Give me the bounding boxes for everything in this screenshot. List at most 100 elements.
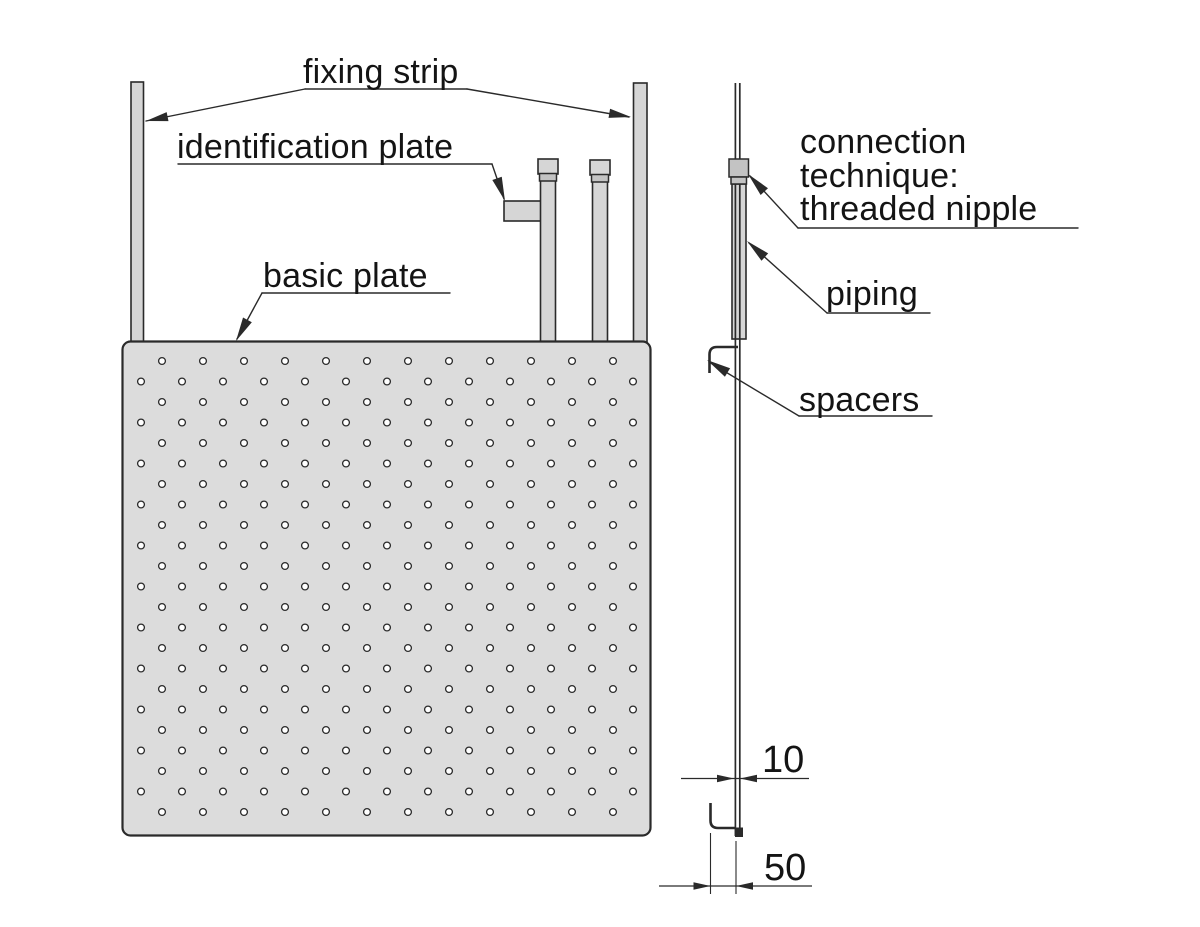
perforation-hole xyxy=(157,438,167,448)
pipe-1-body xyxy=(539,177,557,345)
perforation-hole xyxy=(280,356,290,366)
perforation-hole xyxy=(136,623,146,632)
perforation-hole xyxy=(198,356,208,366)
perforation-hole xyxy=(485,725,495,735)
side-view xyxy=(708,83,750,837)
perforation-hole xyxy=(382,787,392,796)
perforation-hole xyxy=(300,500,310,509)
perforation-hole xyxy=(587,500,597,509)
dim-50-arrow-right xyxy=(736,882,753,890)
identification-plate-part xyxy=(503,200,543,222)
perforation-hole xyxy=(300,787,310,796)
perforation-hole xyxy=(157,684,167,694)
perforation-hole xyxy=(505,787,515,796)
perforation-hole xyxy=(485,356,495,366)
perforation-hole xyxy=(403,725,413,735)
perforation-hole xyxy=(464,377,474,386)
perforation-pattern xyxy=(136,356,638,817)
label-basic-plate: basic plate xyxy=(263,257,428,295)
perforation-hole xyxy=(259,541,269,550)
perforation-hole xyxy=(567,561,577,571)
perforation-hole xyxy=(198,602,208,612)
perforation-hole xyxy=(485,684,495,694)
perforation-hole xyxy=(608,602,618,612)
perforation-hole xyxy=(628,377,638,386)
perforation-hole xyxy=(218,582,228,591)
fixing-strip-right xyxy=(632,82,648,345)
perforation-hole xyxy=(608,766,618,776)
perforation-hole xyxy=(362,684,372,694)
perforation-hole xyxy=(157,725,167,735)
perforation-hole xyxy=(485,438,495,448)
perforation-hole xyxy=(464,705,474,714)
perforation-hole xyxy=(423,705,433,714)
perforation-hole xyxy=(280,561,290,571)
perforation-hole xyxy=(505,500,515,509)
perforation-hole xyxy=(218,705,228,714)
perforation-hole xyxy=(239,520,249,530)
perforation-hole xyxy=(177,418,187,427)
perforation-hole xyxy=(485,397,495,407)
perforation-hole xyxy=(464,746,474,755)
perforation-hole xyxy=(136,418,146,427)
perforation-hole xyxy=(403,438,413,448)
perforation-hole xyxy=(362,602,372,612)
perforation-hole xyxy=(526,807,536,817)
annotations xyxy=(145,88,1079,894)
perforation-hole xyxy=(341,541,351,550)
perforation-hole xyxy=(526,561,536,571)
perforation-hole xyxy=(526,643,536,653)
threaded-nipple-ring xyxy=(730,176,748,185)
perforation-hole xyxy=(444,561,454,571)
perforation-hole xyxy=(157,643,167,653)
perforation-hole xyxy=(321,766,331,776)
perforation-hole xyxy=(464,664,474,673)
pipe-2-cap xyxy=(589,159,611,176)
perforation-hole xyxy=(444,725,454,735)
perforation-hole xyxy=(239,684,249,694)
perforation-hole xyxy=(444,766,454,776)
perforation-hole xyxy=(505,541,515,550)
perforation-hole xyxy=(628,500,638,509)
perforation-hole xyxy=(362,438,372,448)
perforation-hole xyxy=(362,520,372,530)
perforation-hole xyxy=(136,705,146,714)
perforation-hole xyxy=(485,602,495,612)
perforation-hole xyxy=(239,561,249,571)
perforation-hole xyxy=(157,356,167,366)
perforation-hole xyxy=(300,582,310,591)
perforation-hole xyxy=(444,602,454,612)
perforation-hole xyxy=(157,479,167,489)
perforation-hole xyxy=(177,705,187,714)
pipe-1-ring xyxy=(538,172,558,182)
perforation-hole xyxy=(198,438,208,448)
perforation-hole xyxy=(259,418,269,427)
perforation-hole xyxy=(444,356,454,366)
perforation-hole xyxy=(321,438,331,448)
perforation-hole xyxy=(177,746,187,755)
perforation-hole xyxy=(239,602,249,612)
perforation-hole xyxy=(464,459,474,468)
perforation-hole xyxy=(239,356,249,366)
perforation-hole xyxy=(567,520,577,530)
perforation-hole xyxy=(321,602,331,612)
perforation-hole xyxy=(608,725,618,735)
perforation-hole xyxy=(218,664,228,673)
perforation-hole xyxy=(239,766,249,776)
perforation-hole xyxy=(567,602,577,612)
perforation-hole xyxy=(177,623,187,632)
spacer-top xyxy=(708,345,738,373)
perforation-hole xyxy=(157,766,167,776)
perforation-hole xyxy=(259,623,269,632)
perforation-hole xyxy=(382,500,392,509)
fixing-strip-arrow-left xyxy=(146,112,169,122)
perforation-hole xyxy=(403,356,413,366)
perforation-hole xyxy=(505,705,515,714)
perforation-hole xyxy=(300,459,310,468)
perforation-hole xyxy=(259,582,269,591)
fixing-strip-leader-right xyxy=(466,88,630,118)
perforation-hole xyxy=(382,541,392,550)
perforation-hole xyxy=(567,766,577,776)
perforation-hole xyxy=(382,623,392,632)
connection-arrow xyxy=(748,174,768,196)
